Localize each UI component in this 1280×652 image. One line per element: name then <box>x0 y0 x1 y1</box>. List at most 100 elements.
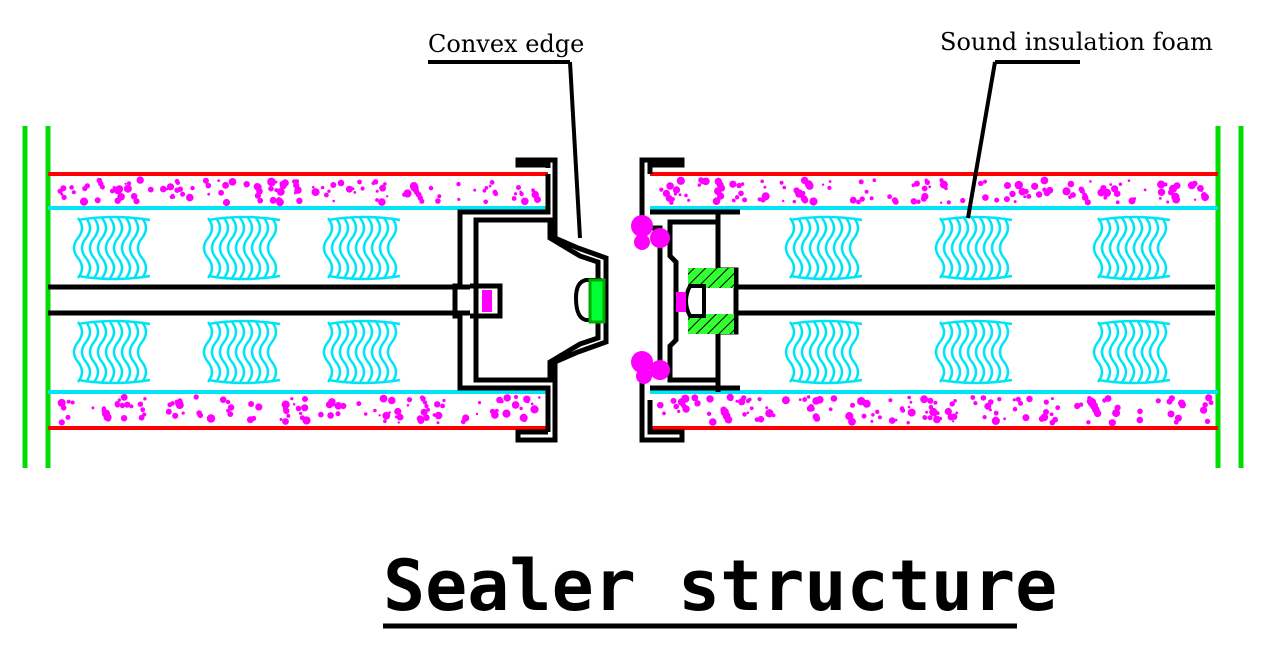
foam-dot <box>669 200 674 205</box>
foam-dot <box>1100 185 1107 192</box>
foam-dot <box>849 196 857 204</box>
foam-dot <box>126 181 132 186</box>
foam-dot <box>1070 192 1076 198</box>
foam-dot <box>872 178 877 182</box>
foam-dot <box>327 189 331 193</box>
foam-dot <box>489 408 496 415</box>
foam-dot <box>174 399 178 403</box>
foam-dot <box>227 404 235 411</box>
foam-dot <box>375 189 379 193</box>
foam-dot <box>351 187 355 191</box>
foam-dot <box>482 188 487 193</box>
foam-dot <box>1043 409 1049 415</box>
foam-dot <box>522 418 527 423</box>
foam-dot <box>217 179 221 183</box>
foam-dot <box>928 185 932 189</box>
foam-dot <box>907 395 911 400</box>
foam-dot <box>279 182 287 190</box>
gasket-top <box>631 215 670 250</box>
foam-dot <box>830 395 838 402</box>
foam-dot <box>806 405 814 412</box>
foam-dot <box>290 397 294 401</box>
foam-dot <box>388 396 396 405</box>
foam-dot <box>1157 188 1166 196</box>
foam-dot <box>442 398 446 403</box>
foam-dot <box>1137 408 1143 415</box>
foam-dot <box>1179 401 1186 409</box>
foam-dot <box>798 398 802 401</box>
foam-dot <box>888 398 893 403</box>
foam-dot <box>673 403 679 410</box>
foam-dot <box>1050 397 1054 401</box>
foam-dot <box>927 397 934 404</box>
foam-dot <box>91 406 95 410</box>
foam-dot <box>1026 395 1033 403</box>
foam-dot <box>243 181 250 188</box>
foam-dot <box>862 399 871 408</box>
foam-dot <box>66 399 71 404</box>
foam-dot <box>771 413 776 418</box>
foam-dot <box>1004 182 1011 189</box>
left-insulation-block <box>72 319 152 385</box>
foam-dot <box>691 394 699 402</box>
foam-dot <box>143 397 147 401</box>
foam-dot <box>66 416 69 419</box>
foam-dot <box>268 185 274 192</box>
foam-dot <box>949 401 955 407</box>
foam-dot <box>312 185 315 189</box>
foam-dot <box>61 194 67 200</box>
foam-dot <box>816 396 824 404</box>
foam-dot <box>420 397 426 402</box>
foam-dot <box>130 193 138 200</box>
foam-dot <box>677 409 681 413</box>
foam-dot <box>665 194 673 202</box>
foam-dot <box>503 394 511 402</box>
foam-dot <box>1083 193 1086 197</box>
foam-dot <box>760 179 764 184</box>
foam-dot <box>386 195 389 198</box>
foam-dot <box>292 403 296 406</box>
foam-dot <box>1104 395 1112 402</box>
foam-dot <box>933 400 938 405</box>
foam-dot <box>920 395 928 404</box>
foam-dot <box>511 401 520 409</box>
foam-dot <box>320 185 325 190</box>
foam-dot <box>283 407 290 415</box>
foam-dot <box>301 404 309 412</box>
foam-dot <box>1171 192 1180 201</box>
foam-dot <box>828 407 833 412</box>
foam-dot <box>1204 418 1211 424</box>
foam-dot <box>177 398 183 404</box>
foam-dot <box>79 197 89 206</box>
foam-dot <box>809 197 818 206</box>
foam-dot <box>828 180 832 183</box>
foam-dot <box>1085 196 1089 200</box>
foam-dot <box>1115 200 1120 205</box>
foam-dot <box>1158 197 1162 200</box>
foam-dot <box>1014 180 1023 190</box>
foam-dot <box>1012 398 1016 402</box>
foam-dot <box>848 417 856 426</box>
foam-dot <box>1031 182 1039 190</box>
foam-dot <box>293 182 300 189</box>
foam-dot <box>1035 191 1043 198</box>
foam-dot <box>254 183 262 191</box>
foam-dot <box>227 411 234 417</box>
right-insulation-block <box>1092 215 1172 281</box>
foam-dot <box>1166 200 1170 204</box>
foam-dot <box>1102 188 1111 197</box>
foam-dot <box>960 197 966 204</box>
foam-dot <box>428 185 434 191</box>
foam-dot <box>440 403 445 409</box>
foam-dot <box>1042 187 1047 192</box>
foam-dot <box>1208 400 1214 406</box>
foam-dot <box>190 185 195 191</box>
foam-dot <box>530 405 539 414</box>
right-seal-insert <box>684 284 706 318</box>
foam-dot <box>729 180 737 188</box>
foam-dot <box>281 400 290 409</box>
foam-dot <box>1078 402 1084 407</box>
foam-dot <box>251 415 257 421</box>
foam-dot <box>757 397 762 402</box>
